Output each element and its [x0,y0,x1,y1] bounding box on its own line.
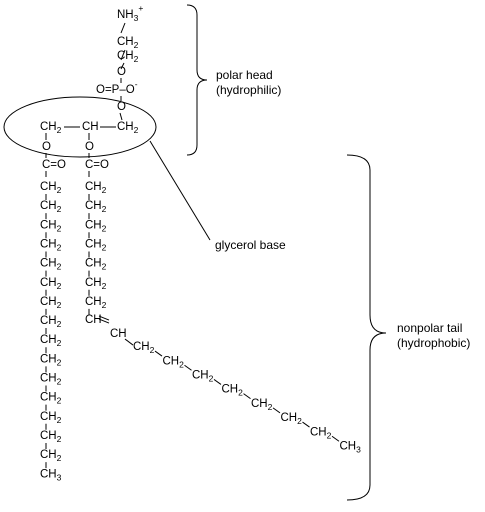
chain-bond [154,350,163,357]
nonpolar-tail-note: (hydrophobic) [397,336,470,350]
chain-ch2-group: CH2 [163,355,185,369]
head-ch2-upper: CH2 [117,36,139,50]
chain-bond [243,393,251,400]
chain-bond [331,435,340,442]
ester-linkages: O O C=O C=O [42,141,109,171]
chain-ch2-group: CH2 [133,341,155,355]
glycerol-pointer-line [149,140,211,241]
unsaturated-fatty-acid-chain: CH2CH2CH2CH2CH2CH2CH2CHCHCH2CH2CH2CH2CH2… [85,171,361,454]
nonpolar-tail-label: nonpolar tail [397,321,462,335]
chain-ch2-group: CH2 [40,315,62,329]
chain-bond [124,338,134,346]
chain-bond [302,421,310,428]
bond-amine-ch2 [120,22,126,34]
chain-bond [184,364,192,371]
chain-ch2-group: CH2 [40,181,62,195]
chain-ch-double-bond: CH [85,314,102,326]
nonpolar-tail-brace [346,154,387,501]
chain-ch2-group: CH2 [310,426,332,440]
chain-ch2-group: CH2 [192,369,214,383]
head-group: NH3+ CH2 CH2 O O=P–O- O [96,3,143,121]
double-bond-line-2 [98,318,110,324]
chain-ch2-group: CH2 [40,334,62,348]
chain-ch2-group: CH2 [85,181,107,195]
chain-ch2-group: CH2 [40,238,62,252]
glycerol-ch-middle: CH [82,121,99,133]
chain-ch2-group: CH2 [40,411,62,425]
amine-group: NH3+ [117,3,143,23]
chain-ch3-terminal: CH3 [40,468,62,482]
bond-ch2-o [120,62,125,70]
glycerol-base-label: glycerol base [215,238,286,252]
glycerol-ch2-left: CH2 [40,121,62,135]
chain-bond [213,379,222,385]
chain-ch2-group: CH2 [40,353,62,367]
glycerol-highlight-ellipse [3,96,157,158]
chain-ch2-group: CH2 [85,238,107,252]
chain-ch-double-bond: CH [110,328,127,340]
chain-ch2-group: CH2 [40,277,62,291]
head-oxygen-lower: O [117,101,126,113]
carbonyl-right: C=O [85,159,109,171]
chain-ch2-group: CH2 [40,392,62,406]
chain-ch2-group: CH2 [40,200,62,214]
chain-ch2-group: CH2 [281,412,303,426]
head-oxygen-upper: O [117,66,126,78]
chain-ch2-group: CH2 [85,258,107,272]
chain-ch2-group: CH2 [40,373,62,387]
chain-ch2-group: CH2 [222,384,244,398]
chain-ch2-group: CH2 [251,398,273,412]
chain-ch2-group: CH2 [85,219,107,233]
glycerol-ch2-right: CH2 [117,121,139,135]
chain-ch2-group: CH2 [40,219,62,233]
bond-o-glycerol [119,112,123,121]
ester-oxygen-right: O [85,141,94,153]
head-ch2-lower: CH2 [117,50,139,64]
saturated-fatty-acid-chain: CH2CH2CH2CH2CH2CH2CH2CH2CH2CH2CH2CH2CH2C… [40,171,62,482]
bond-ch2-ch2 [120,49,126,61]
polar-head-label: polar head [216,68,273,82]
ester-oxygen-left: O [42,141,51,153]
polar-head-note: (hydrophilic) [216,83,281,97]
chain-ch2-group: CH2 [40,296,62,310]
chain-ch2-group: CH2 [85,296,107,310]
chain-ch2-group: CH2 [40,258,62,272]
chain-ch2-group: CH2 [40,449,62,463]
glycerol-backbone: CH2 CH CH2 [3,96,157,158]
phosphate-group: O=P–O- [96,79,138,96]
polar-head-brace [186,4,208,156]
double-bond-line-1 [98,315,110,321]
chain-ch2-group: CH2 [40,430,62,444]
chain-bond [272,407,281,414]
chain-ch2-group: CH2 [85,277,107,291]
chain-ch3-terminal: CH3 [340,440,362,454]
carbonyl-left: C=O [42,159,66,171]
chain-ch2-group: CH2 [85,200,107,214]
